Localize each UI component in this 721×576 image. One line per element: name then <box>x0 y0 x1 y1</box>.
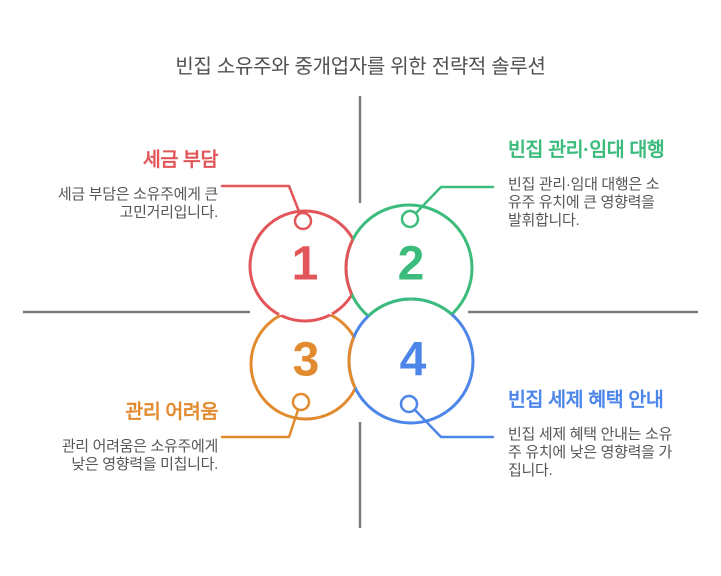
callout-text-line: 고민거리입니다. <box>119 204 219 222</box>
callout-text-line: 낮은 영향력을 미칩니다. <box>71 456 218 474</box>
callout-management-difficulty: 관리 어려움 관리 어려움은 소유주에게 낮은 영향력을 미칩니다. <box>61 401 219 474</box>
circle-4-number: 4 <box>400 334 427 387</box>
callout-text-line: 관리 어려움은 소유주에게 <box>61 438 219 456</box>
callout-text-line: 세금 부담은 소유주에게 큰 <box>57 186 218 204</box>
callout-text-line: 빈집 관리·임대 대행은 소 <box>508 176 660 194</box>
callout-management-rental-agency: 빈집 관리·임대 대행 빈집 관리·임대 대행은 소 유주 유치에 큰 영향력을… <box>508 139 665 229</box>
anchor-ring-3 <box>291 392 311 412</box>
callout-heading: 세금 부담 <box>142 149 219 171</box>
callout-text-line: 주 유치에 낮은 영향력을 가 <box>508 444 672 462</box>
anchor-ring-1 <box>293 211 313 231</box>
connector-line-3 <box>220 408 300 439</box>
circle-4-overlap-arc-green <box>347 297 472 331</box>
page-title: 빈집 소유주와 중개업자를 위한 전략적 솔루션 <box>175 56 546 78</box>
callout-text-line: 빈집 세제 혜택 안내는 소유 <box>508 426 672 444</box>
circle-numbers: 1 2 3 4 <box>292 238 427 387</box>
circle-1-overlap-arc <box>251 309 361 323</box>
circle-4-overlap-arc-orange <box>347 309 361 419</box>
callout-heading: 빈집 관리·임대 대행 <box>508 139 665 161</box>
callout-text-line: 발휘합니다. <box>508 211 580 229</box>
callout-heading: 관리 어려움 <box>125 401 218 423</box>
callout-text-line: 유주 유치에 큰 영향력을 <box>508 194 655 212</box>
callout-connectors <box>220 184 495 439</box>
connector-line-2 <box>414 185 495 215</box>
circle-3 <box>249 307 363 421</box>
anchor-ring-4 <box>399 394 419 414</box>
connector-line-1 <box>220 184 302 216</box>
circle-2-number: 2 <box>398 238 425 291</box>
axis-lines <box>23 96 698 528</box>
circle-4 <box>347 297 475 425</box>
anchor-ring-2 <box>400 209 420 229</box>
callout-tax-benefit-guide: 빈집 세제 혜택 안내 빈집 세제 혜택 안내는 소유 주 유치에 낮은 영향력… <box>508 389 672 479</box>
callout-text-line: 집니다. <box>508 461 553 479</box>
anchor-rings <box>291 209 420 414</box>
callout-tax-burden: 세금 부담 세금 부담은 소유주에게 큰 고민거리입니다. <box>57 149 219 222</box>
circle-3-number: 3 <box>293 334 320 387</box>
circle-1-number: 1 <box>292 238 319 291</box>
circle-3-arc-eraser <box>250 307 360 321</box>
connector-line-4 <box>413 408 495 439</box>
callout-heading: 빈집 세제 혜택 안내 <box>508 389 664 411</box>
circle-2-overlap-arc <box>344 211 360 321</box>
